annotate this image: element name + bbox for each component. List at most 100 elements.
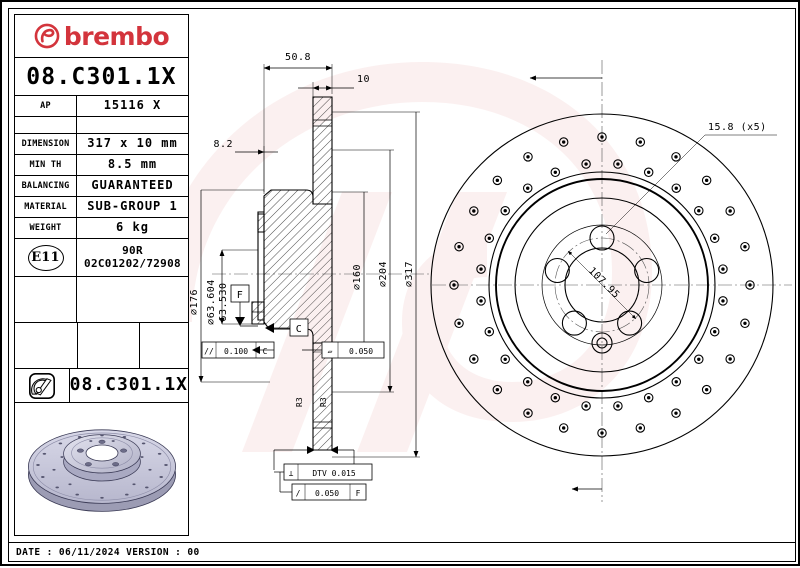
row-label: BALANCING xyxy=(15,176,77,196)
drilled-hole xyxy=(558,423,569,433)
drilled-hole-center xyxy=(721,299,725,303)
drilled-hole-center xyxy=(728,209,732,213)
drilled-hole xyxy=(476,264,486,274)
radius-note-2: R3 xyxy=(319,397,328,407)
drilled-hole xyxy=(550,392,561,403)
drilled-hole xyxy=(469,206,479,216)
row-value: 6 kg xyxy=(116,220,149,235)
drilled-hole xyxy=(725,206,735,216)
table-row: DIMENSION 317 x 10 mm xyxy=(15,134,188,155)
drilled-hole-center xyxy=(697,209,701,213)
drilled-hole xyxy=(581,401,591,411)
section-wall-pad xyxy=(257,213,265,233)
drilled-hole-center xyxy=(487,236,491,241)
dim-dia-160: ⌀160 xyxy=(352,264,363,290)
table-row-empty xyxy=(15,117,188,134)
drilled-hole xyxy=(484,326,495,337)
drilled-hole xyxy=(725,354,735,364)
circle-ring-204 xyxy=(495,178,709,392)
bottom-arrow-left xyxy=(307,446,315,454)
drilled-hole-center xyxy=(495,178,500,183)
fcf-parallel-datum: C xyxy=(263,347,268,356)
drilled-hole xyxy=(492,384,503,395)
row-value: 8.5 mm xyxy=(107,157,158,172)
drilled-hole xyxy=(522,377,533,387)
drilled-hole-center xyxy=(616,162,620,166)
fcf-runout-datum: F xyxy=(356,489,361,498)
drilled-hole xyxy=(635,137,646,147)
table-row: BALANCING GUARANTEED xyxy=(15,176,188,197)
fcf-flatness-value: 0.050 xyxy=(349,347,373,356)
drilled-hole-center xyxy=(646,396,651,400)
drilled-hole-center xyxy=(704,178,709,183)
drilled-hole xyxy=(740,318,750,329)
circle-outer-317 xyxy=(430,113,774,457)
drilled-hole xyxy=(671,152,681,162)
dim-bolt-circle: 107.95 xyxy=(586,266,621,301)
dim-dia-204: ⌀204 xyxy=(378,261,389,287)
product-icon-row: 08.C301.1X xyxy=(15,369,188,403)
top-dimensions: 50.8 10 8.2 xyxy=(213,52,370,194)
drilled-hole-center xyxy=(457,244,461,249)
drilled-hole-center xyxy=(600,135,604,139)
drilled-hole xyxy=(694,205,704,216)
fcf-parallel-symbol: // xyxy=(204,347,214,356)
drilled-hole-center xyxy=(646,170,651,174)
datum-f-label: F xyxy=(237,290,244,301)
homologation-line2: 02C01202/72908 xyxy=(84,256,181,270)
brand-name: brembo xyxy=(63,21,170,51)
drilled-hole-center xyxy=(487,329,491,334)
fcf-parallel-value: 0.100 xyxy=(224,347,248,356)
drilled-hole xyxy=(454,318,464,329)
drilled-hole-center xyxy=(452,283,456,287)
drilled-hole xyxy=(709,326,720,337)
drilled-hole-center xyxy=(584,162,588,166)
drilled-hole-center xyxy=(503,357,507,361)
drilled-hole xyxy=(581,159,591,169)
drilled-hole-center xyxy=(704,387,709,392)
datum-f-triangle xyxy=(235,317,245,326)
drilled-hole-center xyxy=(638,426,643,430)
drilled-hole xyxy=(643,167,654,178)
row-label: WEIGHT xyxy=(15,218,77,238)
fcf-dtv-symbol: ⊥ xyxy=(289,469,294,478)
leader-bolt-hole-note xyxy=(605,134,706,235)
drilled-hole-center xyxy=(638,140,643,144)
section-hat-body xyxy=(263,189,333,344)
drilled-hole-center xyxy=(616,404,620,408)
drilled-hole-center xyxy=(600,431,604,435)
circle-center-bore xyxy=(564,247,640,323)
diameter-dimensions: ⌀176 ⌀63.604 63.530 ⌀160 ⌀204 ⌀317 xyxy=(189,111,420,458)
section-wall-lip xyxy=(251,301,265,325)
row-label: MATERIAL xyxy=(15,197,77,217)
drilled-hole xyxy=(701,384,712,395)
face-view: 107.95 15.8 (x5) xyxy=(430,60,792,502)
homologation-line1: 90R xyxy=(122,243,143,257)
bolt-hole xyxy=(589,225,615,251)
part-code: 08.C301.1X xyxy=(26,63,177,90)
drilled-hole xyxy=(484,233,495,244)
drilled-hole-center xyxy=(674,411,678,415)
drilled-hole-center xyxy=(674,380,678,384)
locating-hole-inner xyxy=(596,337,608,349)
drilled-hole-center xyxy=(526,155,530,159)
dim-line-bolt-circle xyxy=(567,250,637,320)
drilled-hole-center xyxy=(479,267,483,271)
radius-note-1: R3 xyxy=(295,397,304,407)
locating-hole-outer xyxy=(591,332,613,354)
datum-c-box xyxy=(289,318,309,337)
drilled-hole-center xyxy=(553,396,558,400)
fcf-runout-value: 0.050 xyxy=(315,489,339,498)
drilled-hole-pattern xyxy=(449,132,755,438)
drilled-hole xyxy=(694,354,704,365)
row-value: GUARANTEED xyxy=(91,178,174,193)
part-code-header: 08.C301.1X xyxy=(15,58,188,96)
table-row: MIN TH 8.5 mm xyxy=(15,155,188,176)
drilled-hole xyxy=(745,280,755,290)
bolt-circle-centerline xyxy=(554,237,650,333)
section-view: R3 R3 xyxy=(212,96,432,451)
fcf-parallel-arrow xyxy=(252,346,260,354)
section-disc-lower xyxy=(312,342,333,451)
disc-3d-render-graphic xyxy=(27,429,176,512)
